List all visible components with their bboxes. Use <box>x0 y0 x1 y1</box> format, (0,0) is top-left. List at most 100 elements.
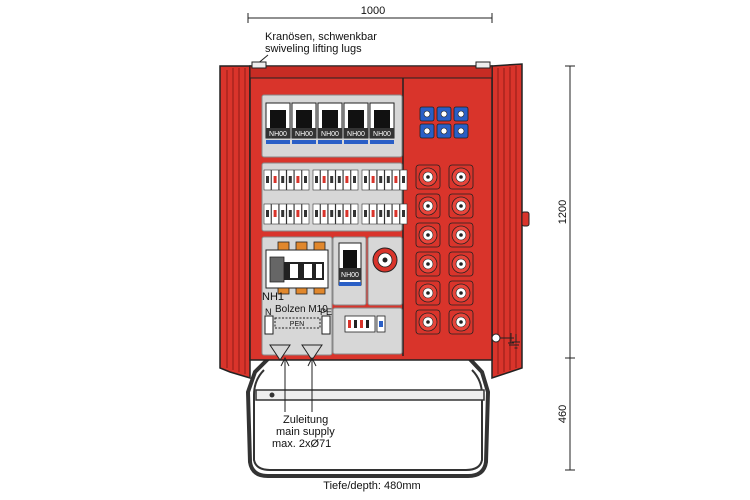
cee-socket-red[interactable] <box>415 222 441 248</box>
stand-frame <box>245 353 491 478</box>
fuse-label: NH00 <box>295 131 313 138</box>
width-dimension-label: 1000 <box>361 5 385 17</box>
miniature-breaker[interactable] <box>361 203 370 225</box>
rcd-breakers[interactable] <box>344 315 386 333</box>
miniature-breaker[interactable] <box>327 169 336 191</box>
fuse-label: NH00 <box>373 131 391 138</box>
blue-socket[interactable] <box>436 106 452 122</box>
main-switch-label: NH1 <box>262 291 284 303</box>
fuse-label: NH00 <box>321 131 339 138</box>
miniature-breaker[interactable] <box>312 169 321 191</box>
miniature-breaker[interactable] <box>301 169 310 191</box>
miniature-breaker[interactable] <box>399 203 408 225</box>
cee-socket-panel[interactable] <box>372 247 398 273</box>
right-door[interactable] <box>491 63 523 380</box>
fuse-unit[interactable]: NH00 <box>343 102 369 144</box>
cee-socket-red[interactable] <box>448 164 474 190</box>
fuse-label: NH00 <box>341 272 359 279</box>
breaker-row-lower <box>263 203 408 225</box>
fuse-unit[interactable]: NH00 <box>291 102 317 144</box>
pen-label: PEN <box>290 321 304 328</box>
cee-socket-red[interactable] <box>448 251 474 277</box>
miniature-breaker[interactable] <box>320 203 328 225</box>
lugs-label-en: swiveling lifting lugs <box>265 43 362 55</box>
cabinet-top-edge <box>249 65 493 79</box>
miniature-breaker[interactable] <box>335 169 344 191</box>
miniature-breaker[interactable] <box>271 203 279 225</box>
depth-label: Tiefe/depth: 480mm <box>323 480 420 492</box>
cee-socket-red[interactable] <box>415 164 441 190</box>
cee-socket-red[interactable] <box>415 193 441 219</box>
blue-socket[interactable] <box>453 106 469 122</box>
red-socket-grid <box>415 164 474 335</box>
cee-socket-red[interactable] <box>448 309 474 335</box>
supply-label-en: main supply <box>276 426 335 438</box>
fuse-unit[interactable]: NH00 <box>265 102 291 144</box>
miniature-breaker[interactable] <box>369 203 377 225</box>
pe-label: PE <box>320 307 332 317</box>
lifting-lug-right <box>475 61 491 69</box>
stand-crossbar <box>255 389 485 401</box>
lifting-lug-left <box>251 61 267 69</box>
cee-socket-red[interactable] <box>448 193 474 219</box>
miniature-breaker[interactable] <box>312 203 321 225</box>
door-handle[interactable] <box>521 211 530 227</box>
miniature-breaker[interactable] <box>350 203 359 225</box>
blue-socket[interactable] <box>453 123 469 139</box>
miniature-breaker[interactable] <box>384 169 393 191</box>
miniature-breaker[interactable] <box>350 169 359 191</box>
lugs-label-de: Kranösen, schwenkbar <box>265 31 377 43</box>
fuse-label: NH00 <box>347 131 365 138</box>
crossbar-bolt <box>269 392 275 398</box>
cee-socket-red[interactable] <box>415 251 441 277</box>
height-dimensions <box>565 65 575 471</box>
cee-socket-red[interactable] <box>448 280 474 306</box>
nh-fuse-single[interactable]: NH00 <box>338 242 362 286</box>
cee-socket-red[interactable] <box>448 222 474 248</box>
width-dimension <box>247 13 493 23</box>
miniature-breaker[interactable] <box>320 169 328 191</box>
grounding-symbol <box>512 334 520 349</box>
miniature-breaker[interactable] <box>286 169 295 191</box>
miniature-breaker[interactable] <box>369 169 377 191</box>
terminal-pe <box>321 315 331 335</box>
miniature-breaker[interactable] <box>327 203 336 225</box>
blue-socket[interactable] <box>419 123 435 139</box>
cee-socket-red[interactable] <box>415 309 441 335</box>
supply-label-de: Zuleitung <box>283 414 328 426</box>
grounding-stud <box>491 333 514 346</box>
miniature-breaker[interactable] <box>271 169 279 191</box>
miniature-breaker[interactable] <box>384 203 393 225</box>
miniature-breaker[interactable] <box>399 169 408 191</box>
miniature-breaker[interactable] <box>286 203 295 225</box>
miniature-breaker[interactable] <box>294 169 302 191</box>
fuse-unit[interactable]: NH00 <box>317 102 343 144</box>
miniature-breaker[interactable] <box>361 169 370 191</box>
miniature-breaker[interactable] <box>278 203 287 225</box>
miniature-breaker[interactable] <box>392 169 400 191</box>
miniature-breaker[interactable] <box>376 203 385 225</box>
miniature-breaker[interactable] <box>343 169 351 191</box>
left-door[interactable] <box>219 65 251 380</box>
bolt-label: Bolzen M10 <box>275 304 328 315</box>
blue-socket[interactable] <box>419 106 435 122</box>
cee-socket-red[interactable] <box>415 280 441 306</box>
miniature-breaker[interactable] <box>294 203 302 225</box>
supply-label-max: max. 2xØ71 <box>272 438 331 450</box>
miniature-breaker[interactable] <box>301 203 310 225</box>
miniature-breaker[interactable] <box>263 169 272 191</box>
blue-socket[interactable] <box>436 123 452 139</box>
miniature-breaker[interactable] <box>335 203 344 225</box>
pen-bar <box>274 317 321 329</box>
miniature-breaker[interactable] <box>343 203 351 225</box>
cable-gland-right <box>301 344 323 361</box>
cable-gland-left <box>269 344 291 361</box>
miniature-breaker[interactable] <box>263 203 272 225</box>
fuse-unit[interactable]: NH00 <box>369 102 395 144</box>
miniature-breaker[interactable] <box>278 169 287 191</box>
n-label: N <box>265 307 272 317</box>
miniature-breaker[interactable] <box>392 203 400 225</box>
main-switch[interactable] <box>265 241 329 295</box>
miniature-breaker[interactable] <box>376 169 385 191</box>
